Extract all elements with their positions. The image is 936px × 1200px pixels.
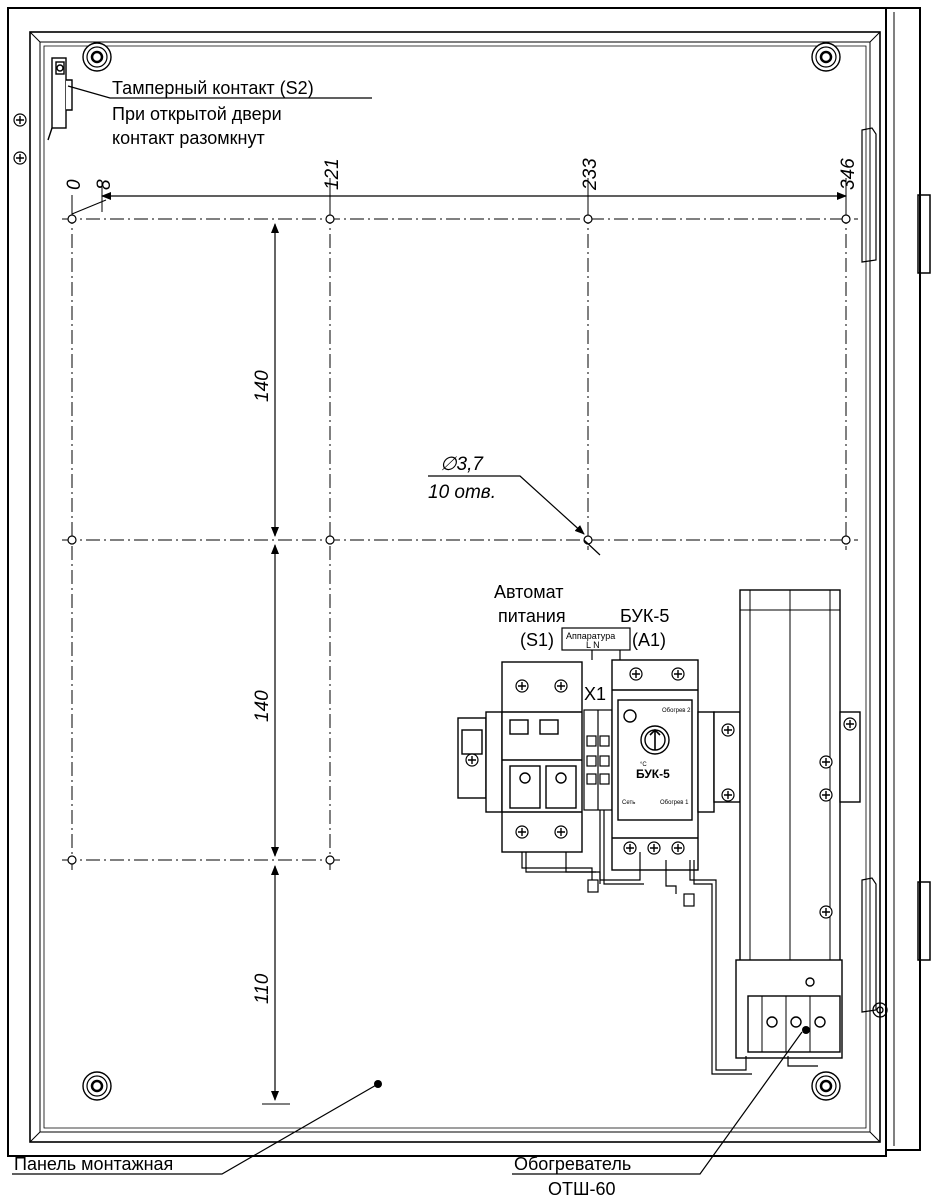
module-power-label: Сеть <box>622 800 635 806</box>
breaker-label-3: (S1) <box>520 630 554 650</box>
controller-ref: (A1) <box>632 630 666 650</box>
module-heat1-label: Обогрев 1 <box>660 800 689 806</box>
door-edge <box>861 7 931 1151</box>
hole-diameter: ∅3,7 <box>440 454 484 475</box>
tamper-switch <box>47 57 73 141</box>
apparatus-tag <box>561 627 631 651</box>
dim-v-140-top: 140 <box>252 370 273 402</box>
wiring <box>521 810 818 1075</box>
apparatus-tag-top: Аппаратура <box>566 631 615 641</box>
hole-count: 10 отв. <box>428 482 496 503</box>
heater-label-1: Обогреватель <box>514 1154 631 1174</box>
module-unit-label: °C <box>640 762 647 768</box>
dim-x-0: 0 <box>64 179 85 190</box>
module-face-label: БУК-5 <box>636 767 670 781</box>
dim-x-8: 8 <box>94 179 115 190</box>
hole-grid-centerlines <box>62 210 858 870</box>
heater-otsh60 <box>735 589 861 1059</box>
panel-dot <box>374 1080 382 1088</box>
tamper-label-2: При открытой двери <box>112 104 282 124</box>
leader-lines <box>12 85 803 1175</box>
corner-screws <box>81 41 842 1102</box>
enclosure-body <box>7 7 887 1157</box>
module-heat2-label: Обогрев 2 <box>662 708 691 714</box>
terminal-label: X1 <box>584 684 606 704</box>
tamper-label-1: Тамперный контакт (S2) <box>112 78 314 98</box>
controller-label: БУК-5 <box>620 606 669 626</box>
dim-v-110: 110 <box>252 973 273 1004</box>
dim-x-233: 233 <box>580 158 601 191</box>
circuit-breaker-s1 <box>457 661 583 853</box>
dim-x-121: 121 <box>322 158 343 190</box>
tamper-label-3: контакт разомкнут <box>112 128 265 148</box>
dim-v-140-mid: 140 <box>252 690 273 722</box>
breaker-label-1: Автомат <box>494 582 563 602</box>
dim-x-346: 346 <box>838 158 859 190</box>
dimension-lines <box>71 178 847 1105</box>
mounting-panel-label: Панель монтажная <box>14 1154 173 1174</box>
apparatus-tag-bottom: L N <box>586 640 600 650</box>
controller-buk5 <box>611 659 741 871</box>
breaker-label-2: питания <box>498 606 566 626</box>
left-side-fasteners <box>13 113 27 165</box>
hole-leader <box>428 475 601 556</box>
terminal-block-x1 <box>583 709 613 811</box>
heater-dot <box>802 1026 810 1034</box>
heater-label-2: ОТШ-60 <box>548 1179 616 1199</box>
